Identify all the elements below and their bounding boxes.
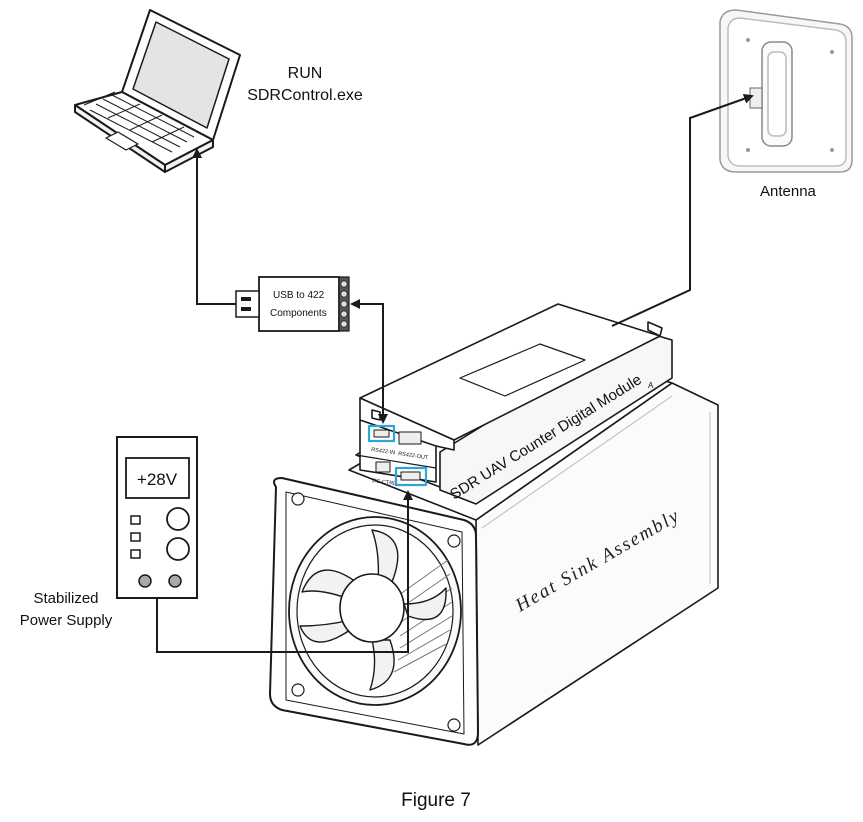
converter-label-line2: Components xyxy=(270,308,327,319)
port-label-rs422-in: RS422-IN xyxy=(371,447,396,456)
module-marker: A xyxy=(648,381,654,390)
antenna-label: Antenna xyxy=(760,183,816,200)
psu-label-line1: Stabilized xyxy=(33,590,99,607)
digital-module: RS422-IN RS422-OUT DC-CTRL A xyxy=(355,303,673,505)
power-supply-icon xyxy=(116,436,198,599)
laptop-icon xyxy=(74,9,241,173)
antenna-icon xyxy=(719,9,853,173)
laptop-usb-cable xyxy=(192,148,236,305)
usb-converter-icon xyxy=(235,276,350,332)
antenna-cable xyxy=(611,93,754,327)
psu-label-line2: Power Supply xyxy=(19,612,113,629)
figure-caption: Figure 7 xyxy=(401,790,471,811)
port-label-rs422-out: RS422-OUT xyxy=(398,451,429,461)
run-label-line1: RUN xyxy=(287,65,323,82)
run-label: RUN SDRControl.exe xyxy=(240,63,370,107)
rs422-cable xyxy=(350,299,388,424)
psu-label: Stabilized Power Supply xyxy=(8,588,124,632)
connection-lines xyxy=(156,93,754,653)
power-cable xyxy=(156,490,413,653)
psu-display-value: +28V xyxy=(137,470,178,489)
run-label-line2: SDRControl.exe xyxy=(247,87,363,104)
converter-label-line1: USB to 422 xyxy=(273,290,325,301)
port-label-dc-ctrl: DC-CTRL xyxy=(372,478,397,487)
